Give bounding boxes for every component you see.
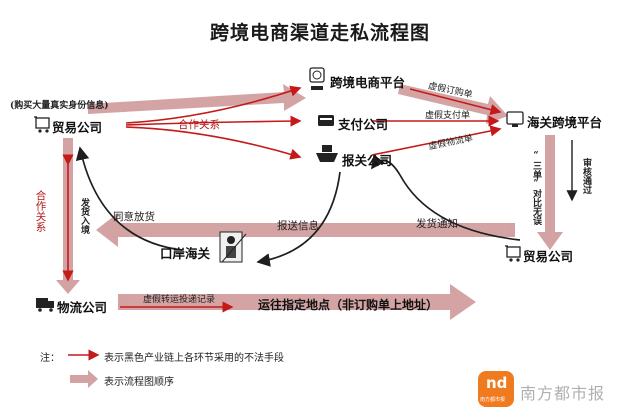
buy-identity-note: (购买大量真实身份信息) <box>10 101 109 111</box>
page-title: 跨境电商渠道走私流程图 <box>209 22 430 44</box>
three-doc-check-label: “三单”对比无误 <box>531 151 541 225</box>
brand-logo-text: nd <box>486 374 508 392</box>
legend-flow-arrow <box>70 370 98 388</box>
flow-arrow-release-return <box>96 213 515 247</box>
red-arrow-fake-logistics <box>371 125 502 156</box>
trade-cart-icon-right <box>505 245 521 262</box>
legend-flow-arrow-text: 表示流程图顺序 <box>104 377 174 388</box>
dark-arrow-ship-notice <box>371 154 521 241</box>
node-platform: 跨境电商平台 <box>330 75 406 90</box>
red-arrow-coop-broker <box>125 126 302 160</box>
flow-arrow-platform-to-customs <box>398 84 508 124</box>
red-arrow-coop-platform <box>125 85 302 124</box>
red-arrow-coop-payment <box>125 115 302 127</box>
legend-red-arrow-text: 表示黑色产业链上各环节采用的不法手段 <box>104 353 284 364</box>
node-port-customs: 口岸海关 <box>160 246 211 261</box>
node-trade-left: 贸易公司 <box>52 120 103 135</box>
node-payment: 支付公司 <box>338 117 389 132</box>
node-logistics: 物流公司 <box>57 300 108 315</box>
platform-computer-icon <box>309 67 325 90</box>
trade-cart-icon-left <box>34 116 50 133</box>
approve-release-label: 同意放货 <box>113 211 155 223</box>
flow-arrow-logistics-to-destination <box>118 284 476 320</box>
flow-arrow-customs-to-trade-right <box>537 135 563 250</box>
ship-destination-label: 运往指定地点（非订购单上地址） <box>258 298 439 312</box>
fake-transfer-label: 虚假转运投递记录 <box>143 295 216 305</box>
ship-entry-label: 发货入境 <box>79 198 89 234</box>
red-arrow-fake-order <box>409 88 502 116</box>
customs-officer-icon <box>219 231 247 263</box>
payment-card-icon <box>318 115 334 126</box>
review-pass-label: 审核通过 <box>581 158 591 194</box>
fake-payment-label: 虚假支付单 <box>425 111 471 121</box>
cooperation-label: 合作关系 <box>178 119 220 131</box>
customs-platform-computer-icon <box>506 111 524 127</box>
brand-name: 南方都市报 <box>520 384 606 403</box>
brand-logo <box>478 371 514 407</box>
flow-arrow-trade-to-platform <box>88 84 306 114</box>
declare-info-label: 报送信息 <box>277 220 319 232</box>
legend-note: 注： <box>40 353 60 364</box>
dark-arrow-release <box>75 146 183 251</box>
node-trade-right: 贸易公司 <box>523 249 574 264</box>
brand-logo-subtext: 南方都市报 <box>480 397 506 403</box>
ship-icon <box>316 145 338 162</box>
node-customs-broker: 报关公司 <box>342 153 393 168</box>
cooperation-vertical-label: 合作关系 <box>34 190 47 232</box>
ship-notice-label: 发货通知 <box>416 218 458 230</box>
truck-icon <box>36 298 54 312</box>
node-customs-platform: 海关跨境平台 <box>527 115 603 130</box>
dark-arrow-declare <box>256 171 341 267</box>
